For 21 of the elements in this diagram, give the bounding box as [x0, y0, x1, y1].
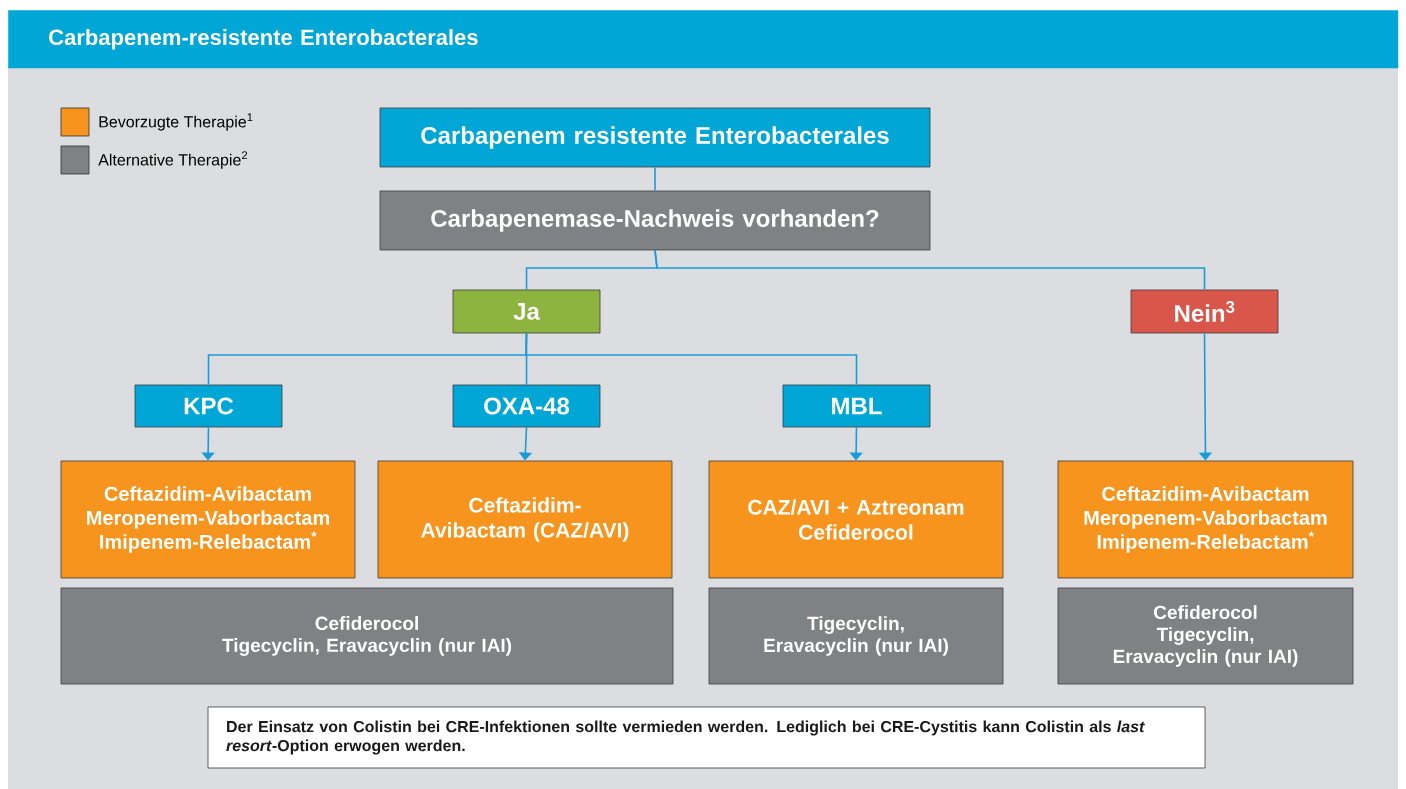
therapy-box: Cefiderocol Tigecyclin, Eravacyclin (nur IAI) — [60, 587, 674, 685]
question-box: Carbapenem resistente Enterobacterales — [379, 107, 931, 168]
note-box: Der Einsatz von Colistin bei CRE-Infektionen sollte vermieden werden. Lediglich bei CRE-Cystitis kann Colistin als last resort-Option erwogen werden. — [207, 706, 1206, 769]
therapy-box: Ceftazidim-Avibactam (CAZ/AVI) — [377, 460, 673, 579]
answer-box: Ja — [452, 289, 601, 334]
category-box: KPC — [134, 384, 283, 428]
therapy-box: Cefiderocol Tigecyclin, Eravacyclin (nur IAI) — [1057, 587, 1354, 685]
header-band: Carbapenem-resistente Enterobacterales — [8, 10, 1399, 69]
legend-label: Bevorzugte Therapie$^{1}$ — [99, 113, 253, 131]
therapy-box: Ceftazidim-Avibactam Meropenem-Vaborbactam Imipenem-Relebactam$^{*}$ — [60, 460, 356, 579]
answer-box: Nein$^{3}$ — [1130, 289, 1279, 334]
therapy-box: CAZ/AVI + Aztreonam Cefiderocol — [708, 460, 1004, 579]
category-box: MBL — [782, 384, 931, 428]
category-box: OXA-48 — [452, 384, 601, 428]
connector — [654, 249, 1206, 291]
connector — [654, 166, 656, 192]
therapy-box: Ceftazidim-Avibactam Meropenem-Vaborbactam Imipenem-Relebactam$^{*}$ — [1057, 460, 1354, 579]
therapy-box: Tigecyclin, Eravacyclin (nur IAI) — [708, 587, 1004, 685]
decision-box: Carbapenemase-Nachweis vorhanden? — [379, 190, 931, 251]
legend-label: Alternative Therapie$^{2}$ — [98, 151, 248, 169]
connector — [525, 332, 858, 386]
